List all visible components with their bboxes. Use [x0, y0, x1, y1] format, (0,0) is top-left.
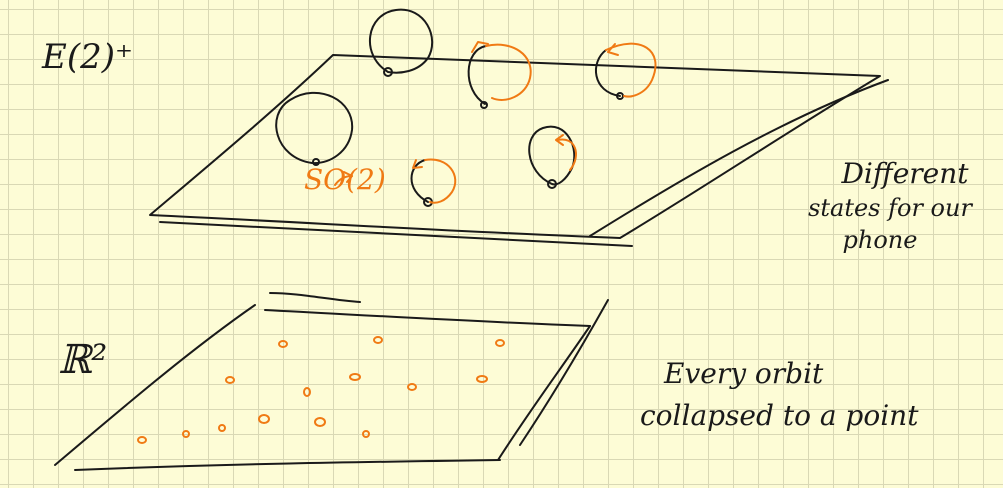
so2-label: SO(2): [304, 163, 386, 196]
upper-label-e2plus: E(2)⁺: [42, 37, 133, 77]
collapsed-point-4: [225, 376, 235, 384]
collapsed-point-7: [407, 383, 417, 391]
note-upper-line-3: phone: [842, 226, 918, 254]
rotation-arrow-1-head: [471, 41, 489, 53]
rotation-arrow-3-head: [412, 159, 423, 169]
orbit-circle-3: [528, 125, 576, 186]
orbit-circle-5: [595, 49, 621, 97]
collapsed-point-5: [349, 373, 361, 381]
orbit-circle-1: [368, 8, 434, 74]
rotation-arrow-2-head: [607, 43, 619, 56]
lower-plane-top: [264, 309, 591, 327]
collapsed-point-1: [278, 340, 288, 348]
lower-plane-left: [54, 304, 256, 466]
lower-plane-right-2: [519, 299, 609, 446]
lower-plane-outline: [269, 292, 361, 303]
rotation-arrow-4: [557, 138, 577, 171]
collapsed-point-8: [476, 375, 488, 383]
rotation-arrow-4-head: [555, 134, 564, 146]
collapsed-point-13: [314, 417, 326, 427]
collapsed-point-10: [182, 430, 190, 438]
phone-dot-2: [312, 158, 320, 166]
upper-plane-right-edge: [589, 79, 889, 237]
collapsed-point-2: [373, 336, 383, 344]
note-lower: Every orbit collapsed to a point: [640, 360, 980, 430]
note-lower-line-1: Every orbit: [664, 357, 824, 390]
upper-plane-outline: [149, 54, 881, 239]
rotation-arrow-3: [424, 158, 457, 204]
phone-dot-1: [383, 67, 393, 77]
collapsed-point-3: [495, 339, 505, 347]
collapsed-point-6: [303, 387, 311, 397]
note-lower-line-2: collapsed to a point: [640, 399, 919, 432]
collapsed-point-12: [258, 414, 270, 424]
rotation-arrow-5-head: [343, 171, 353, 183]
collapsed-point-9: [137, 436, 147, 444]
upper-plane-edge: [159, 221, 633, 247]
collapsed-point-11: [218, 424, 226, 432]
lower-plane-right: [497, 325, 591, 461]
note-upper-line-2: states for our: [808, 194, 972, 222]
phone-dot-4: [480, 101, 488, 109]
rotation-arrow-1: [485, 43, 532, 101]
lower-plane-bottom: [74, 459, 501, 471]
collapsed-point-14: [362, 430, 370, 438]
orbit-circle-4: [467, 45, 487, 105]
orbit-circle-2: [275, 91, 354, 165]
lower-label-r2: ℝ²: [58, 337, 108, 383]
note-upper: Different states for our phone: [808, 157, 995, 253]
phone-dot-3: [547, 179, 557, 189]
orbit-circle-6: [410, 159, 429, 203]
rotation-arrow-2: [605, 42, 657, 98]
note-upper-line-1: Different: [841, 157, 969, 190]
